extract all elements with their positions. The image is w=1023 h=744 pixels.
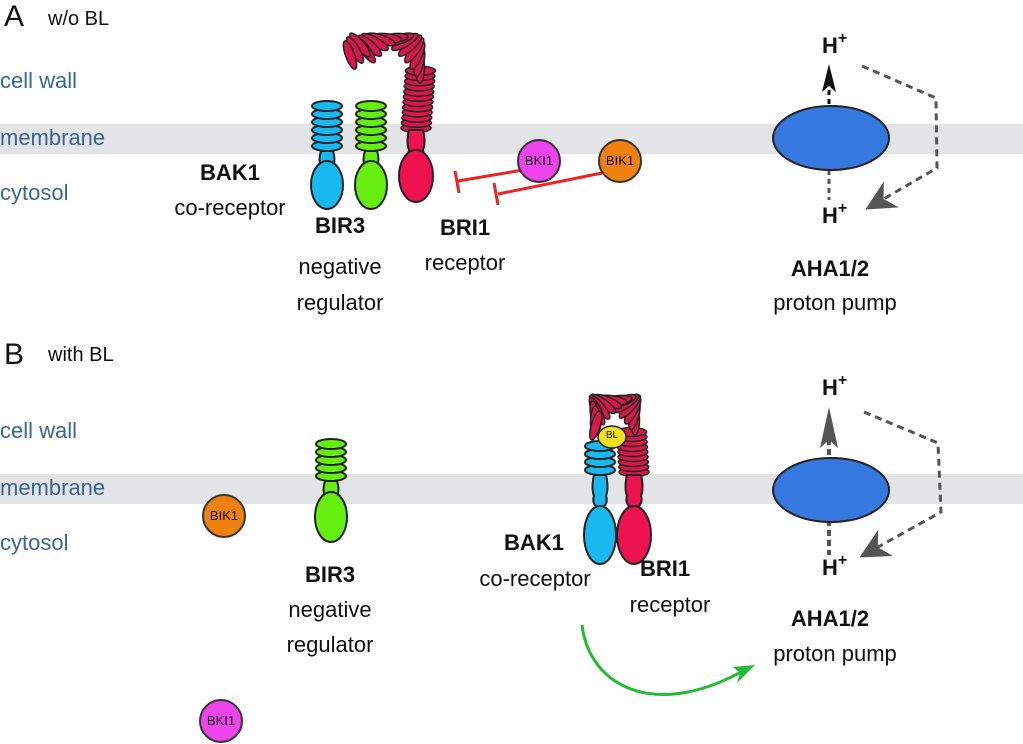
bak1-role-a: co-receptor — [174, 195, 286, 220]
bl-ligand — [597, 425, 627, 449]
bik1-label-b: BIK1 — [209, 508, 239, 523]
proton-charge: + — [837, 30, 848, 47]
panel-a-letter: A — [4, 0, 25, 33]
aha-role-b: proton pump — [773, 641, 897, 666]
proton-symbol: H — [822, 375, 838, 400]
bik1-node-b — [202, 494, 246, 538]
aha-pump-a — [772, 64, 939, 210]
bik1-node-a — [598, 139, 642, 183]
aha-name-a: AHA1/2 — [790, 256, 870, 281]
aha-role-a: proton pump — [773, 290, 897, 315]
bir3-receptor-a — [354, 100, 388, 210]
panel-a-condition: w/o BL — [48, 8, 110, 30]
bki1-label-b: BKI1 — [206, 713, 236, 728]
bri1-role-a: receptor — [424, 250, 506, 275]
proton-charge: + — [837, 372, 848, 389]
proton-bottom-b: H+ — [822, 552, 847, 581]
bir3-role1-b: negative — [288, 597, 372, 622]
bak1-role-b: co-receptor — [479, 566, 591, 591]
bik1-label-a: BIK1 — [605, 153, 635, 168]
aha-name-b: AHA1/2 — [790, 606, 870, 631]
bir3-role2-a: regulator — [296, 290, 384, 315]
proton-top-b: H+ — [822, 372, 847, 401]
bir3-receptor-b — [314, 438, 348, 543]
bki1-label-a: BKI1 — [524, 153, 554, 168]
lrr-repeat — [342, 40, 358, 70]
region-membrane-a: membrane — [0, 125, 106, 150]
region-membrane-b: membrane — [0, 475, 106, 500]
bri1-receptor-a — [342, 32, 437, 203]
region-cytosol-b: cytosol — [0, 530, 69, 555]
bri1-receptor-b — [588, 393, 652, 565]
bri1-name-b: BRI1 — [639, 556, 691, 581]
bki1-inhibits-bri1 — [453, 168, 524, 194]
activation-arrowhead — [733, 665, 755, 683]
panel-b-condition: with BL — [48, 344, 114, 366]
bak1-lrr-domain — [311, 100, 343, 152]
bki1-node-b — [199, 699, 243, 743]
bri1-name-a: BRI1 — [439, 215, 491, 240]
bik1-inhibits-bri1 — [492, 171, 603, 206]
lrr-repeat — [589, 410, 603, 441]
proton-out-arrow-a — [822, 64, 836, 92]
proton-return-arrow-a — [861, 64, 939, 210]
bl-label: BL — [605, 430, 619, 441]
region-cell-wall-a: cell wall — [0, 68, 78, 93]
bak1-receptor-b — [583, 440, 617, 565]
aha-pump-b — [772, 407, 943, 558]
panel-b-letter: B — [4, 338, 25, 371]
bri1-lrr-domain — [342, 32, 437, 134]
bki1-node-a — [517, 139, 561, 183]
proton-return-arrow-b — [859, 410, 943, 558]
proton-charge: + — [837, 552, 848, 569]
bak1-receptor-a — [310, 100, 344, 210]
bri1-role-b: receptor — [629, 592, 711, 617]
bir3-name-a: BIR3 — [314, 213, 366, 238]
bir3-role1-a: negative — [298, 254, 382, 279]
activation-arrow — [580, 624, 749, 696]
proton-symbol: H — [822, 203, 838, 228]
bir3-role2-b: regulator — [286, 632, 374, 657]
proton-symbol: H — [822, 33, 838, 58]
bak1-name-b: BAK1 — [504, 530, 564, 555]
bir3-name-b: BIR3 — [304, 562, 356, 587]
proton-top-a: H+ — [822, 30, 847, 59]
proton-symbol: H — [822, 555, 838, 580]
region-cell-wall-b: cell wall — [0, 418, 78, 443]
proton-charge: + — [837, 200, 848, 217]
bak1-name-a: BAK1 — [200, 160, 260, 185]
proton-bottom-a: H+ — [822, 200, 847, 229]
region-cytosol-a: cytosol — [0, 180, 69, 205]
proton-out-arrow-b — [820, 407, 838, 448]
